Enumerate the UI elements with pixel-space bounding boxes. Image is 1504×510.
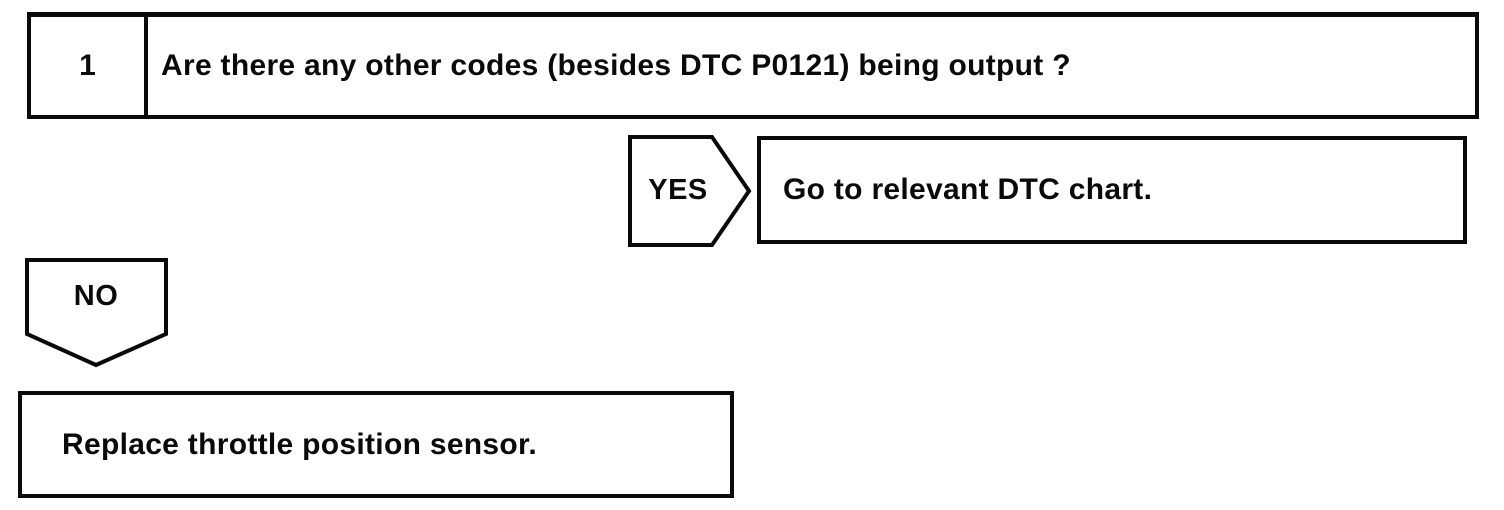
- yes-result-text: Go to relevant DTC chart.: [783, 173, 1153, 206]
- yes-label: YES: [648, 173, 708, 206]
- question-box: 1 Are there any other codes (besides DTC…: [27, 12, 1479, 119]
- yes-arrow-shape: [628, 135, 752, 247]
- yes-result-box: Go to relevant DTC chart.: [757, 136, 1467, 244]
- step-number-cell: 1: [31, 17, 148, 115]
- question-text-cell: Are there any other codes (besides DTC P…: [148, 17, 1475, 115]
- no-arrow-shape: [25, 258, 168, 368]
- yes-arrow-polygon: [628, 135, 752, 247]
- step-number: 1: [79, 49, 96, 82]
- no-arrow-polygon: [25, 258, 168, 368]
- question-text: Are there any other codes (besides DTC P…: [161, 49, 1071, 82]
- no-result-text: Replace throttle position sensor.: [62, 427, 537, 461]
- no-label: NO: [73, 279, 119, 312]
- no-result-box: Replace throttle position sensor.: [18, 391, 734, 498]
